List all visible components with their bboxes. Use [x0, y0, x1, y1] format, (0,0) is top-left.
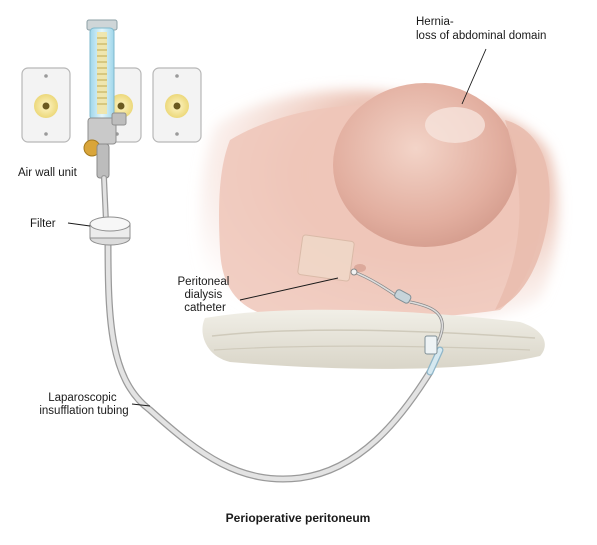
insufflation-tubing	[101, 175, 444, 483]
label-air-wall-unit: Air wall unit	[18, 167, 78, 179]
label-hernia-line1: Hernia-	[416, 16, 454, 28]
leader-lines	[67, 48, 487, 407]
label-tubing: Laparoscopic insufflation tubing	[39, 392, 128, 417]
label-catheter: Peritoneal dialysis catheter	[178, 276, 233, 314]
patient-body	[199, 83, 559, 330]
hernia-bulge	[333, 83, 517, 247]
peritoneal-dialysis-catheter	[350, 268, 444, 355]
figure-caption: Perioperative peritoneum	[226, 511, 371, 525]
bed-sheet	[202, 309, 545, 369]
label-hernia: Hernia- loss of abdominal domain	[416, 16, 546, 42]
filter	[89, 216, 131, 246]
label-catheter-line3: catheter	[184, 302, 226, 314]
label-catheter-line1: Peritoneal	[178, 276, 230, 288]
label-filter: Filter	[30, 218, 56, 230]
catheter-dressing	[297, 234, 355, 282]
air-wall-unit	[21, 19, 202, 179]
label-hernia-line2: loss of abdominal domain	[416, 30, 546, 42]
label-tubing-line2: insufflation tubing	[39, 405, 128, 417]
label-tubing-line1: Laparoscopic	[48, 392, 117, 404]
label-catheter-line2: dialysis	[185, 289, 223, 301]
flowmeter	[83, 19, 127, 179]
